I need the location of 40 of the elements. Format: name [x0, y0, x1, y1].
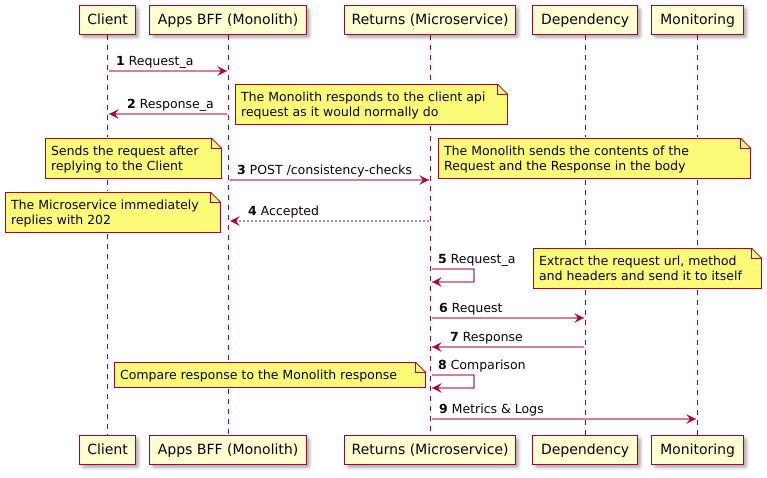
participant-box: Dependency — [532, 5, 638, 35]
message-label: 1 Request_a — [116, 54, 194, 68]
note-text: Sends the request after replying to the Client — [51, 143, 200, 173]
note — [5, 192, 221, 233]
note-text: The Monolith responds to the client api request as it would normally do — [241, 89, 486, 119]
note — [438, 138, 751, 179]
message-arrow — [230, 175, 430, 185]
self-message-arrow — [432, 374, 474, 393]
note — [114, 362, 426, 388]
note-text: The Microservice immediately replies with 202 — [11, 197, 200, 227]
message-arrow — [432, 414, 696, 424]
message-arrow — [432, 342, 584, 352]
note-text: Compare response to the Monolith response — [120, 367, 398, 382]
note — [533, 248, 762, 289]
note — [45, 138, 222, 179]
participant-box: Apps BFF (Monolith) — [149, 435, 307, 465]
self-message-arrow — [432, 268, 474, 287]
participant-box: Returns (Microservice) — [344, 435, 516, 465]
participant-box: Client — [79, 5, 136, 35]
message-arrow — [230, 216, 430, 226]
participant-box: Monitoring — [651, 435, 744, 465]
message-arrow — [108, 66, 228, 76]
message-label: 6 Request — [439, 301, 502, 315]
note-text: The Monolith sends the contents of the Request and the Response in the body — [444, 143, 690, 173]
participant-box: Apps BFF (Monolith) — [149, 5, 307, 35]
message-arrow — [108, 109, 228, 119]
message-arrow — [432, 313, 584, 323]
message-label: 2 Response_a — [127, 97, 214, 111]
message-label: 5 Request_a — [438, 252, 516, 266]
participant-box: Monitoring — [651, 5, 744, 35]
note-text: Extract the request url, method and headers and send it to itself — [539, 253, 744, 283]
participant-box: Returns (Microservice) — [344, 5, 516, 35]
participant-box: Dependency — [532, 435, 638, 465]
message-label: 8 Comparison — [438, 358, 526, 372]
message-label: 9 Metrics & Logs — [439, 402, 544, 416]
participant-box: Client — [79, 435, 136, 465]
message-label: 3 POST /consistency-checks — [237, 163, 412, 177]
message-label: 7 Response — [450, 330, 523, 344]
message-label: 4 Accepted — [248, 204, 319, 218]
note — [235, 84, 508, 125]
